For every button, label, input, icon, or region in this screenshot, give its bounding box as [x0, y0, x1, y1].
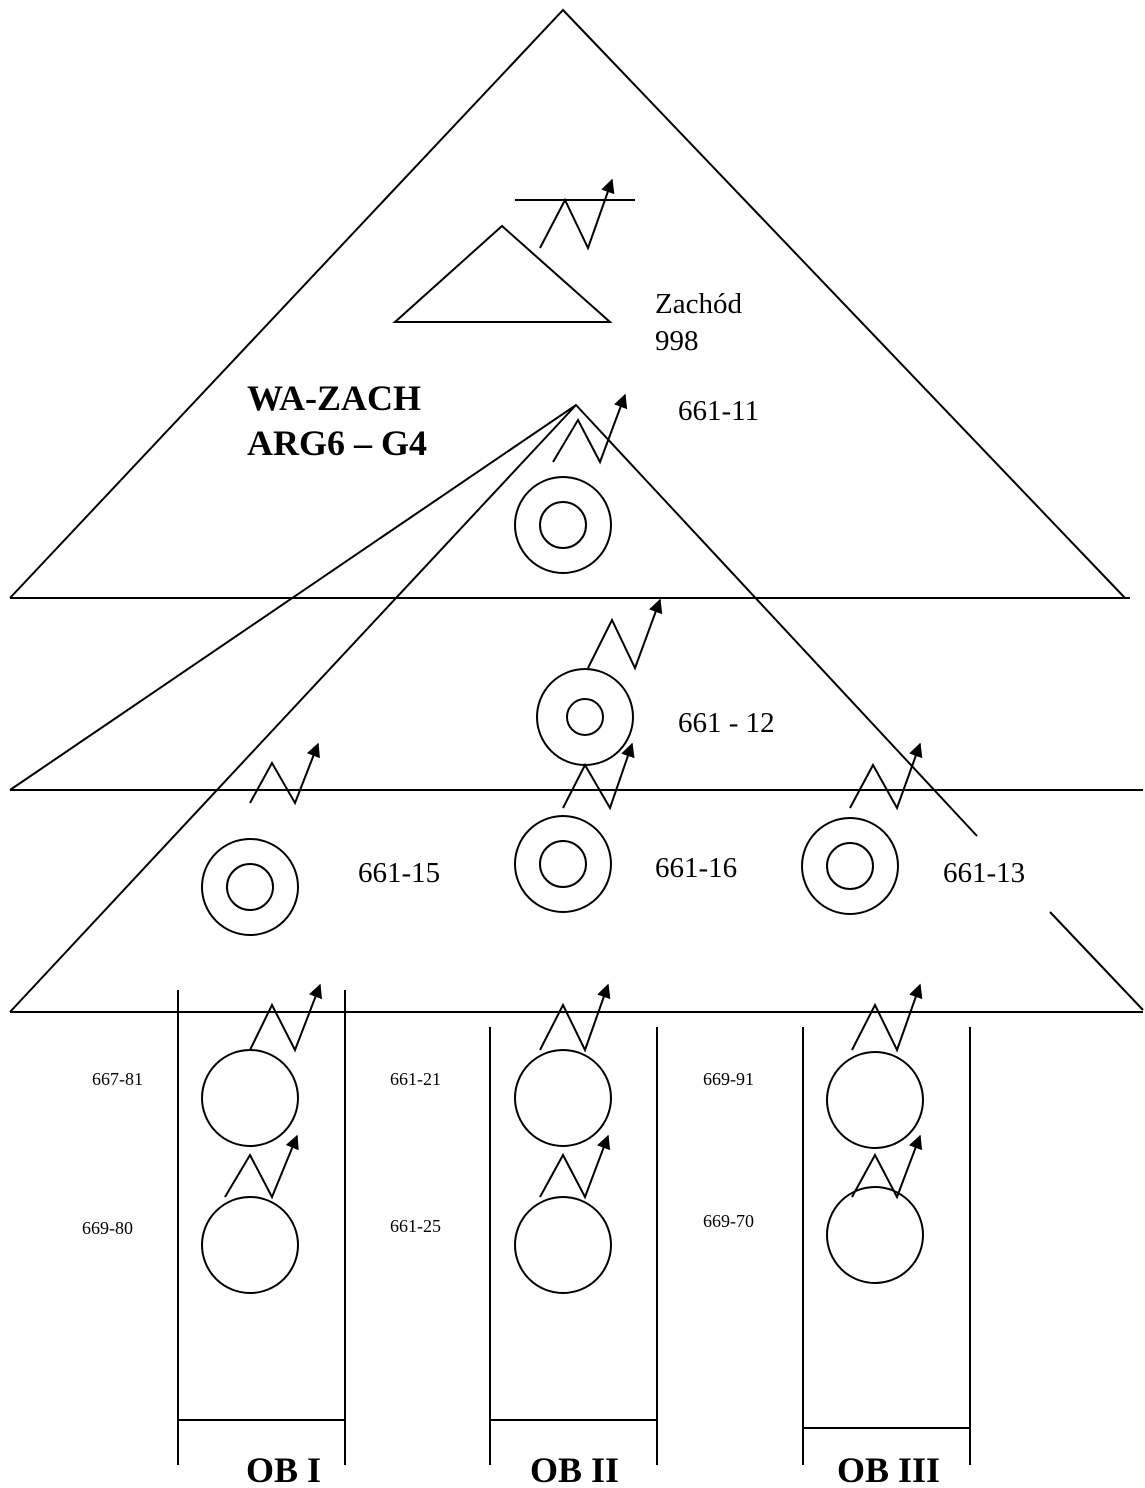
station-661-25-circle [514, 1196, 612, 1294]
middle-triangle-right-segment [1049, 911, 1144, 1011]
label-661-12: 661 - 12 [678, 707, 775, 739]
column-label-ob2: OB II [530, 1450, 619, 1488]
station-661-13-inner-circle [826, 842, 874, 890]
station-669-80-signal-icon [224, 1134, 299, 1200]
middle-triangle-left [9, 403, 978, 837]
station-661-16-inner-circle [539, 840, 587, 888]
label-661-13: 661-13 [943, 857, 1025, 889]
zachod-triangle [392, 224, 613, 323]
station-661-25-signal-icon [539, 1134, 611, 1200]
station-661-11-inner-circle [539, 501, 587, 549]
label-661-15: 661-15 [358, 857, 440, 889]
station-661-15-signal-icon [249, 742, 320, 806]
zachod-label: Zachód [655, 288, 742, 320]
station-661-13-signal-icon [849, 742, 923, 811]
station-661-12-inner-circle [566, 698, 604, 736]
label-669-70: 669-70 [703, 1211, 754, 1231]
label-669-91: 669-91 [703, 1069, 754, 1089]
station-661-15-inner-circle [226, 863, 274, 911]
station-669-91-circle [826, 1051, 924, 1149]
station-661-16-signal-icon [562, 742, 635, 811]
region-name-line2: ARG6 – G4 [247, 423, 427, 463]
zachod-signal-icon [539, 178, 615, 251]
label-661-25: 661-25 [390, 1216, 441, 1236]
label-661-16: 661-16 [655, 852, 737, 884]
station-661-21-circle [514, 1049, 612, 1147]
zachod-number: 998 [655, 325, 699, 357]
station-661-11-signal-icon [552, 393, 628, 465]
station-669-70-signal-icon [851, 1134, 923, 1200]
station-661-12-signal-icon [587, 598, 663, 671]
region-name-line1: WA-ZACH [247, 378, 421, 418]
label-667-81: 667-81 [92, 1069, 143, 1089]
label-661-11: 661-11 [678, 395, 759, 427]
top-triangle [9, 8, 1126, 599]
station-669-70-circle [826, 1186, 924, 1284]
column-label-ob3: OB III [837, 1450, 940, 1488]
middle-triangle-outline [9, 404, 577, 1013]
station-669-91-signal-icon [851, 983, 923, 1053]
station-667-81-signal-icon [249, 983, 323, 1053]
label-661-21: 661-21 [390, 1069, 441, 1089]
label-669-80: 669-80 [82, 1218, 133, 1238]
column-label-ob1: OB I [246, 1450, 321, 1488]
station-669-80-circle [201, 1196, 299, 1294]
station-667-81-circle [201, 1049, 299, 1147]
station-661-21-signal-icon [539, 983, 611, 1053]
